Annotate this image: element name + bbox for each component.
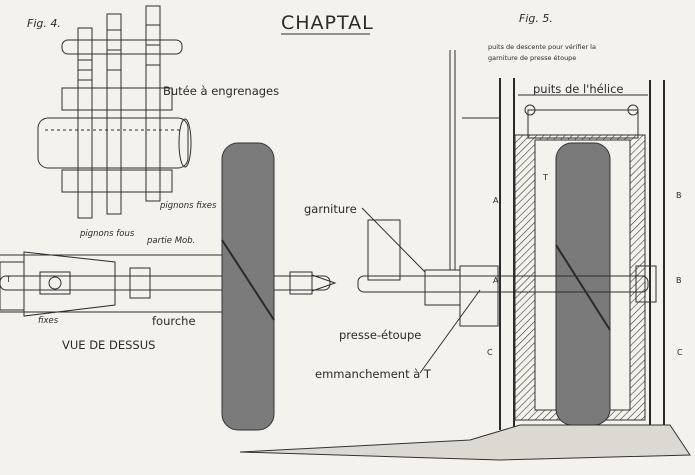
- propeller-well-label: puits de l'hélice: [533, 82, 623, 96]
- top-view-label: VUE DE DESSUS: [62, 338, 155, 352]
- top-view-assembly: [0, 251, 337, 317]
- svg-text:C: C: [487, 348, 493, 357]
- page-title: CHAPTAL: [281, 12, 374, 34]
- t-socket-leader: [419, 289, 481, 374]
- svg-text:B: B: [676, 191, 682, 200]
- stuffing-box-label: presse-étoupe: [339, 328, 421, 342]
- t-socket-label: emmanchement à T: [315, 367, 432, 381]
- fig4-label: Fig. 4.: [27, 17, 61, 30]
- fig5-label: Fig. 5.: [519, 12, 553, 25]
- svg-text:A: A: [493, 276, 499, 285]
- free-pinions-label: pignons fous: [79, 229, 135, 239]
- section-letters: A A B B C C T T: [5, 173, 683, 357]
- svg-text:T: T: [542, 173, 548, 182]
- fig4-gear-thrust: [37, 5, 192, 219]
- fig5-hull-section: [239, 50, 691, 461]
- propeller-left: [221, 142, 275, 431]
- svg-text:B: B: [676, 276, 682, 285]
- gear-thrust-label: Butée à engrenages: [163, 84, 279, 98]
- svg-text:T: T: [5, 275, 11, 284]
- fork-label: fourche: [152, 314, 196, 328]
- svg-text:C: C: [677, 348, 683, 357]
- svg-text:A: A: [493, 196, 499, 205]
- movable-part-label: partie Mob.: [146, 236, 195, 246]
- inspection-well-label-2: garniture de presse étoupe: [488, 54, 576, 62]
- inspection-well-label: puits de descente pour vérifier la: [488, 43, 596, 51]
- fixed-pinions-label: pignons fixes: [159, 201, 217, 211]
- packing-label: garniture: [304, 202, 357, 216]
- fixed-label: fixes: [38, 316, 59, 326]
